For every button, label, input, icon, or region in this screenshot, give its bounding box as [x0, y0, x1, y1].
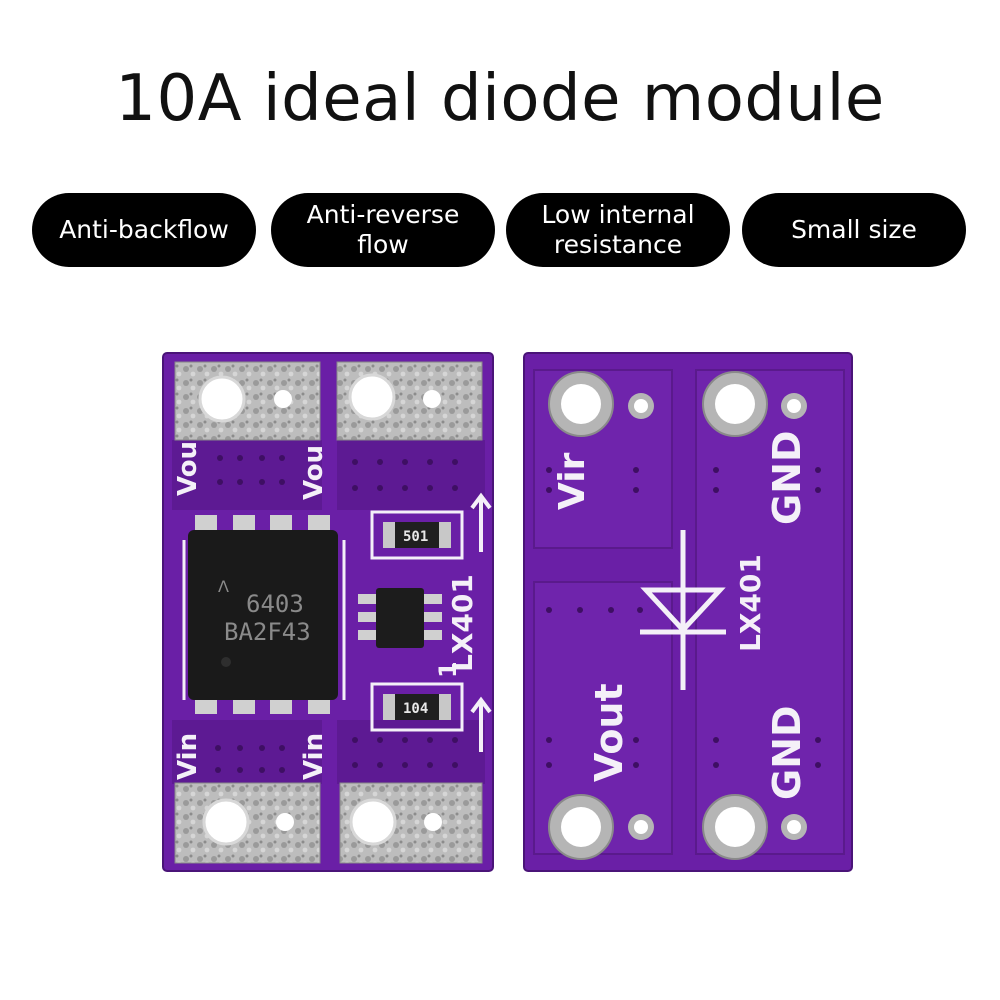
label-vin-right: Vin	[299, 733, 329, 780]
diode-symbol-icon	[640, 530, 726, 690]
terminal-pad-top-right	[336, 361, 483, 441]
front-model-label: LX401	[446, 574, 479, 672]
back-pad-vout	[548, 794, 654, 860]
terminal-pad-bottom-right	[339, 782, 483, 864]
back-label-gnd-top: GND	[765, 430, 809, 525]
resistor-bottom-code: 104	[403, 701, 428, 717]
resistor-top: 501	[370, 510, 464, 560]
back-board: Vir GND LX401 Vout GND	[523, 352, 853, 872]
feature-badge-small-size: Small size	[742, 193, 966, 267]
resistor-bottom: 104	[370, 682, 464, 732]
terminal-pad-bottom-left	[174, 782, 321, 864]
back-pad-gnd-bottom	[702, 794, 807, 860]
resistor-top-code: 501	[403, 529, 428, 545]
feature-badge-anti-backflow: Anti-backflow	[32, 193, 256, 267]
label-vout-left: Vou	[173, 441, 203, 496]
arrow-up-icon-bottom	[470, 696, 492, 752]
feature-badge-low-resistance: Low internal resistance	[506, 193, 730, 267]
back-label-vout: Vout	[587, 683, 631, 782]
back-label-vin: Vir	[552, 452, 593, 510]
mosfet-marking-line1: 6403	[246, 590, 304, 618]
controller-ic	[358, 588, 442, 648]
mosfet-marking-line2: BA2F43	[224, 618, 311, 646]
label-vin-left: Vin	[173, 733, 203, 780]
back-label-model: LX401	[734, 554, 767, 652]
mosfet-chip: ᐱ 6403 BA2F43	[188, 515, 338, 714]
back-pad-vin	[548, 371, 654, 437]
arrow-up-icon	[470, 492, 492, 552]
pin1-marker: 1	[434, 661, 462, 678]
back-label-gnd-bottom: GND	[765, 705, 809, 800]
label-vout-right: Vou	[299, 445, 329, 500]
page-title: 10A ideal diode module	[115, 62, 885, 136]
back-pad-gnd-top	[702, 371, 807, 437]
front-board: Vou Vou Vin Vin ᐱ 6403 BA2F43	[162, 352, 494, 872]
terminal-pad-top-left	[174, 361, 321, 441]
feature-badge-anti-reverse-flow: Anti-reverse flow	[271, 193, 495, 267]
mosfet-logo-icon: ᐱ	[218, 577, 229, 596]
